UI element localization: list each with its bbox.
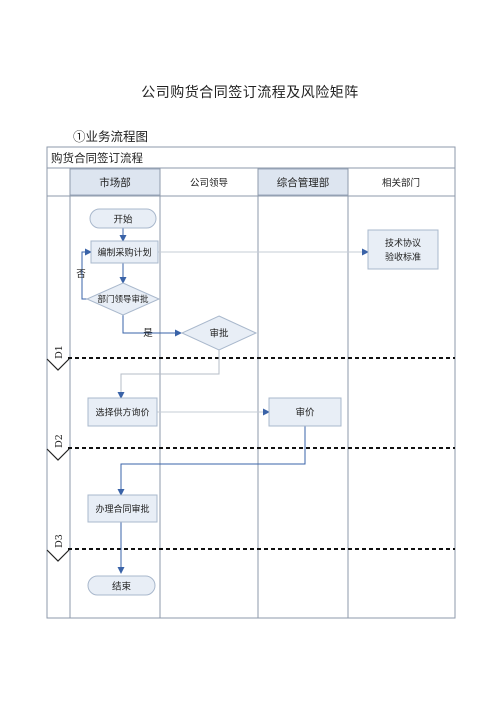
lane-header-admin: 综合管理部 xyxy=(277,176,330,189)
node-start xyxy=(89,208,157,229)
node-handle-contract-label: 办理合同审批 xyxy=(95,503,149,515)
node-price-review xyxy=(268,397,342,427)
edge-label-yes: 是 xyxy=(143,328,153,339)
node-dept-review-label: 部门领导审批 xyxy=(97,294,149,305)
stage-label-d1: D1 xyxy=(54,345,65,359)
node-start-label: 开始 xyxy=(113,214,133,226)
node-select-supplier xyxy=(87,397,158,427)
section-label: ①业务流程图 xyxy=(73,129,149,144)
node-approve-label: 审批 xyxy=(209,328,229,340)
node-plan xyxy=(90,240,159,264)
flowchart-name: 购货合同签订流程 xyxy=(51,151,143,165)
page-title: 公司购货合同签订流程及风险矩阵 xyxy=(141,85,359,101)
lane-header-bg-1 xyxy=(69,168,161,196)
node-handle-contract xyxy=(87,494,158,523)
stage-label-d2: D2 xyxy=(54,434,65,448)
edge-label-no: 否 xyxy=(76,269,86,280)
lane-header-related: 相关部门 xyxy=(382,177,420,189)
stage-label-d3: D3 xyxy=(54,534,65,548)
node-tech-standard xyxy=(367,229,439,270)
node-dept-review xyxy=(85,282,161,316)
node-approve xyxy=(180,315,258,351)
node-price-review-label: 审价 xyxy=(295,407,315,419)
node-tech-label-1: 技术协议 xyxy=(385,237,421,249)
node-plan-label: 编制采购计划 xyxy=(97,247,151,259)
node-end xyxy=(87,575,156,596)
node-select-supplier-label: 选择供方询价 xyxy=(95,407,149,419)
lane-header-market: 市场部 xyxy=(99,176,131,189)
lane-header-leadership: 公司领导 xyxy=(190,177,228,189)
node-tech-label-2: 验收标准 xyxy=(385,251,421,263)
node-end-label: 结束 xyxy=(112,581,132,593)
